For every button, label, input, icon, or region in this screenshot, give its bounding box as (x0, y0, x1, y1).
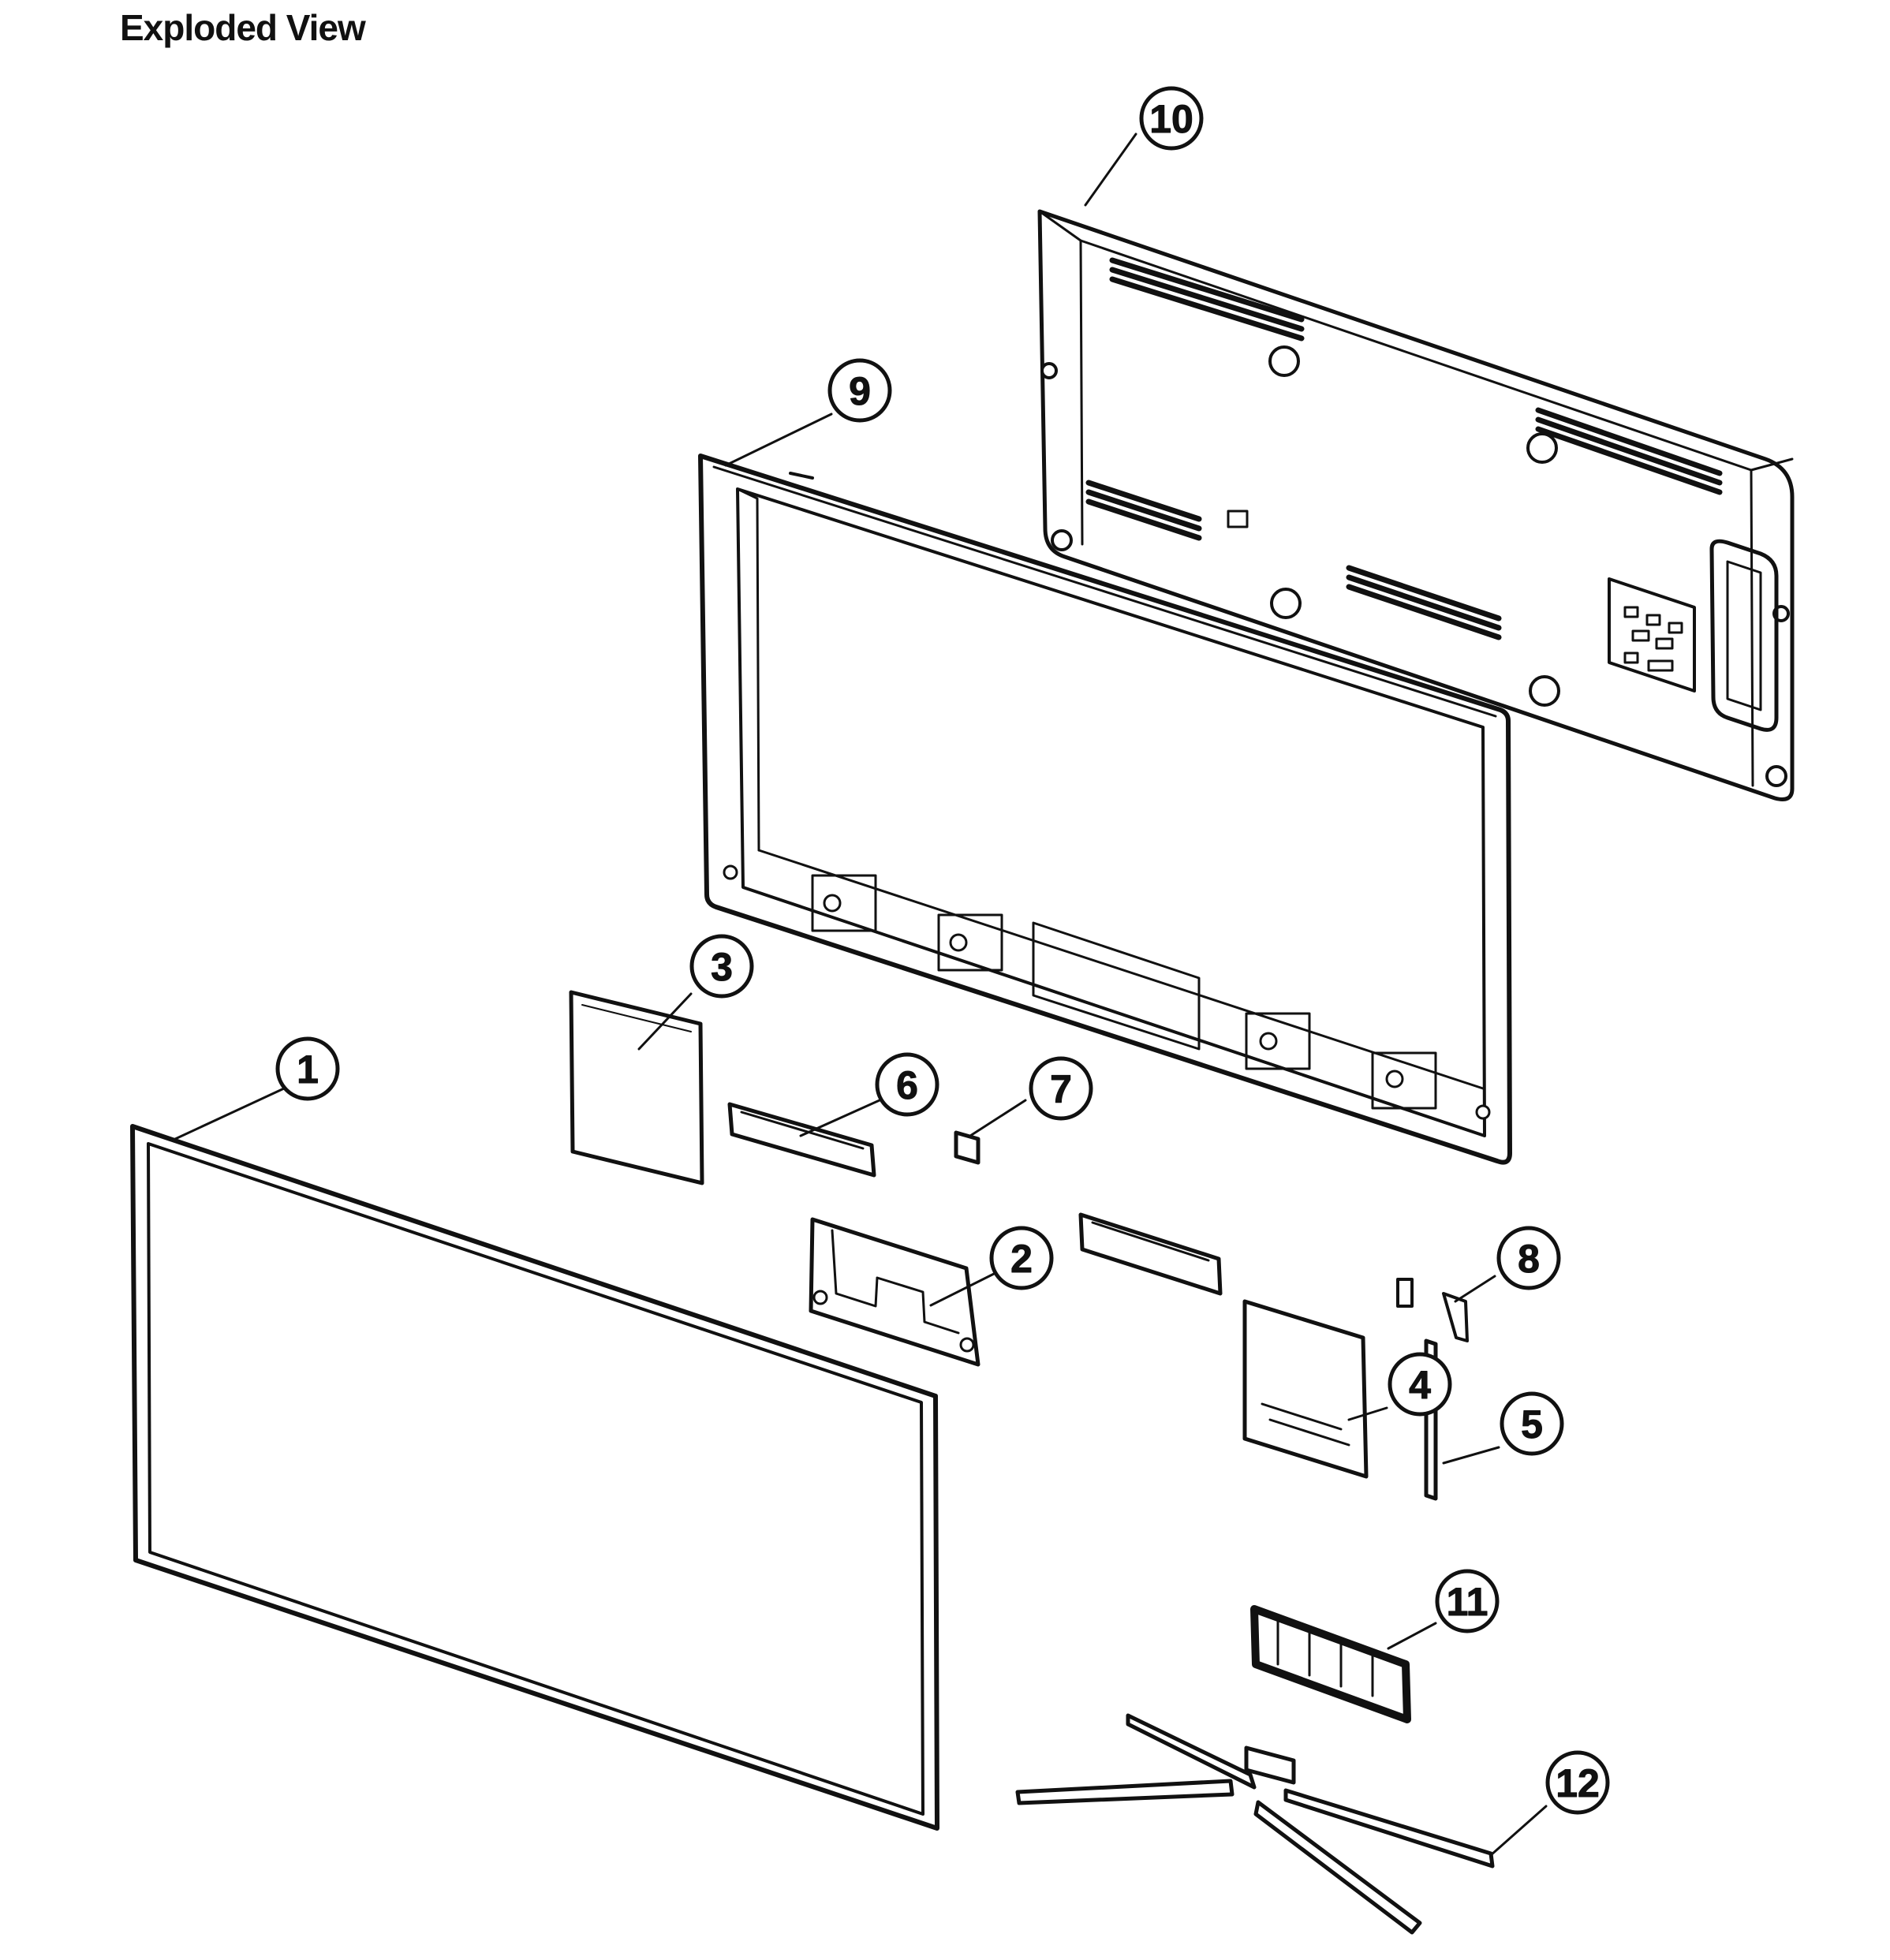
part-1-panel (130, 1124, 939, 1831)
svg-text:4: 4 (1409, 1363, 1431, 1407)
diagram-title: Exploded View (120, 7, 366, 48)
callout-10: 10 (1139, 86, 1204, 151)
callout-8: 8 (1496, 1226, 1561, 1290)
svg-text:1: 1 (297, 1047, 319, 1092)
svg-text:6: 6 (896, 1063, 918, 1107)
part-8-connector (1396, 1278, 1469, 1342)
svg-text:11: 11 (1447, 1580, 1488, 1624)
callout-3: 3 (689, 934, 754, 999)
callout-6: 6 (875, 1052, 939, 1117)
callout-12: 12 (1545, 1750, 1610, 1815)
svg-text:3: 3 (711, 945, 733, 989)
svg-text:5: 5 (1521, 1402, 1543, 1447)
callouts: 10 9 3 1 6 7 2 8 4 5 11 12 (275, 86, 1610, 1815)
callout-2: 2 (989, 1226, 1054, 1290)
part-2-bracket (809, 1217, 980, 1367)
part-12-stand-base (1015, 1713, 1495, 1935)
svg-text:2: 2 (1010, 1237, 1033, 1281)
part-9-middle-frame (698, 454, 1512, 1165)
part-7-small-board (954, 1130, 980, 1165)
part-10-rear-cover (1037, 209, 1795, 801)
callout-4: 4 (1388, 1352, 1452, 1417)
part-5-side-board (1424, 1338, 1438, 1501)
svg-text:10: 10 (1149, 97, 1193, 141)
callout-7: 7 (1029, 1056, 1093, 1121)
part-3-power-board (569, 990, 704, 1185)
part-11-stand-cover (1250, 1605, 1411, 1723)
svg-text:9: 9 (849, 369, 871, 413)
leader-lines (172, 133, 1548, 1857)
svg-text:12: 12 (1556, 1761, 1600, 1805)
callout-9: 9 (827, 358, 892, 423)
callout-11: 11 (1435, 1569, 1500, 1633)
part-4-main-board (1242, 1299, 1369, 1479)
callout-5: 5 (1500, 1391, 1564, 1456)
speaker-right (1078, 1212, 1223, 1296)
svg-text:7: 7 (1050, 1067, 1072, 1111)
svg-text:8: 8 (1518, 1237, 1540, 1281)
part-6-speaker (727, 1102, 876, 1178)
callout-1: 1 (275, 1036, 340, 1101)
